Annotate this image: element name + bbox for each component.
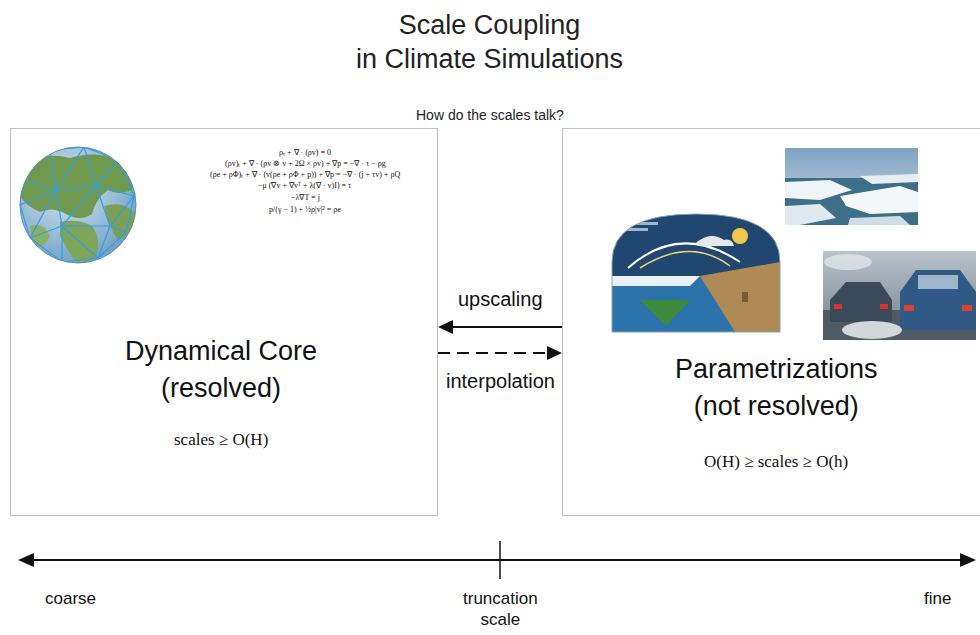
traffic-photo	[823, 251, 976, 340]
globe-icon	[20, 147, 136, 263]
scale-range: O(H) ≥ scales ≥ O(h)	[704, 451, 848, 473]
resolved-box: Dynamical Core (resolved) scales ≥ O(H)	[10, 128, 438, 516]
connector-label: upscaling	[456, 287, 545, 311]
axis-label: fine	[924, 588, 951, 609]
box-heading: Dynamical Core (resolved)	[125, 333, 317, 407]
scale-axis	[18, 541, 976, 579]
subtitle: How do the scales talk?	[416, 106, 564, 124]
connector-label: interpolation	[444, 369, 557, 393]
climate-schematic	[612, 214, 780, 332]
equation: −μ (∇v + ∇vᵀ + λ(∇ · v)I) = τ	[258, 181, 351, 191]
parametrization-box: Parametrizations (not resolved) O(H) ≥ sc…	[562, 128, 980, 516]
axis-label: truncation scale	[463, 588, 538, 630]
equation: p/(γ − 1) + ½ρ|v|² = ρe	[269, 205, 341, 215]
scale-range: scales ≥ O(H)	[174, 429, 268, 451]
equation: (ρe + ρΦ)ₜ + ∇ · (v(ρe + ρΦ + p)) + ∇p =…	[210, 170, 400, 180]
equation: (ρv)ₜ + ∇ · (ρv ⊗ v + 2Ω × ρv) + ∇p = −∇…	[225, 159, 386, 169]
interpolation-arrow	[438, 346, 562, 360]
sea-ice-photo	[785, 148, 918, 225]
upscaling-arrow	[438, 320, 562, 334]
equation: ρₜ + ∇ · (ρv) = 0	[279, 148, 331, 158]
box-heading: Parametrizations (not resolved)	[675, 351, 878, 425]
diagram-title: Scale Coupling in Climate Simulations	[356, 8, 623, 76]
equation: −λ∇T = j	[291, 193, 320, 203]
axis-label: coarse	[45, 588, 96, 609]
